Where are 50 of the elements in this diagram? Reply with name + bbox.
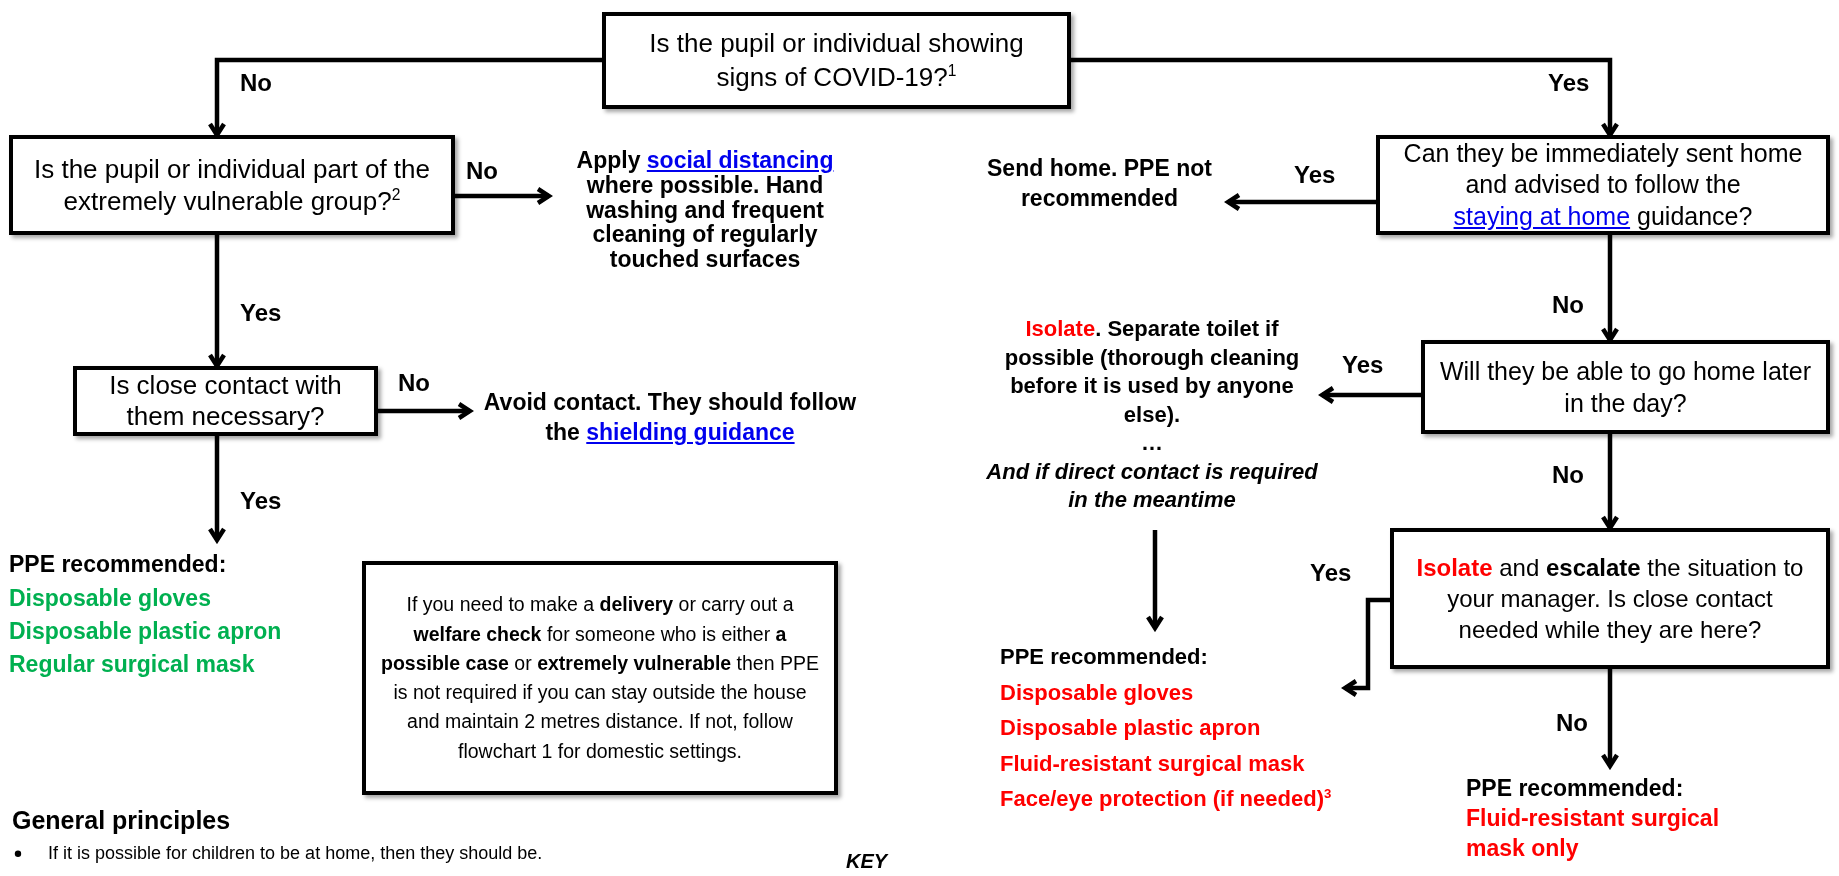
instruction-text: Apply social distancing where possible. Hand washing and frequent cleaning of regularly touched surfaces <box>575 148 835 272</box>
arrow <box>1342 597 1390 698</box>
question-text: Will they be able to go home later in the day? <box>1438 355 1812 419</box>
ppe-heading: PPE recommended: <box>1466 774 1684 804</box>
arrow <box>1600 235 1620 343</box>
ppe-item: Disposable plastic apron <box>1000 714 1261 743</box>
decision-box <box>1421 340 1830 434</box>
bullet-text: If it is possible for children to be at home, then they should be. <box>48 843 543 864</box>
decision-box <box>1390 528 1830 669</box>
instruction-text: Avoid contact. They should follow the shielding guidance <box>482 388 858 447</box>
arrow <box>378 401 473 421</box>
arrow <box>1225 192 1376 212</box>
section-heading: General principles <box>12 806 231 835</box>
question-text: Is the pupil or individual showing signs of COVID-19?$^{1}$ <box>648 26 1025 94</box>
note-box <box>362 561 838 795</box>
condition-text: And if direct contact is required in the meantime <box>985 457 1319 515</box>
question-text: Is close contact with them necessary? <box>108 369 343 433</box>
text-link: staying at home <box>1453 201 1631 230</box>
decision-box <box>1376 135 1830 235</box>
arrow <box>1600 434 1620 531</box>
ppe-item: Disposable plastic apron <box>9 617 282 646</box>
arrow <box>1145 530 1165 631</box>
text-link: shielding guidance <box>586 419 795 445</box>
note-text: If you need to make a delivery or carry out a welfare check for someone who is either a possible case or extremely vulnerable then PPE is not required if you can stay outside the house and maintain 2 metres distance. If not, follow flowchart 1 for domestic settings. <box>380 592 820 764</box>
key-heading: KEY <box>846 850 888 873</box>
arrow <box>1600 669 1620 769</box>
ppe-item: Disposable gloves <box>9 583 211 613</box>
ellipsis-text: … <box>1141 429 1163 458</box>
question-text: Isolate and escalate the situation to your manager. Is close contact needed while they are here? <box>1415 552 1805 646</box>
arrow <box>1071 57 1620 138</box>
ppe-item: Fluid-resistant surgical mask only <box>1466 804 1721 863</box>
text-link: social distancing <box>646 147 834 174</box>
ppe-heading: PPE recommended: <box>1000 642 1208 671</box>
ppe-item: Disposable gloves <box>1000 678 1194 707</box>
outcome-text: Send home. PPE not recommended <box>986 154 1213 213</box>
arrow <box>455 186 552 206</box>
ppe-heading: PPE recommended: <box>9 550 227 580</box>
decision-box <box>602 12 1071 109</box>
arrow <box>207 436 227 543</box>
ppe-item: Fluid-resistant surgical mask <box>1000 749 1305 778</box>
question-text: Is the pupil or individual part of the extremely vulnerable group?$^{2}$ <box>33 152 431 218</box>
decision-box <box>9 135 455 235</box>
instruction-text: Isolate. Separate toilet if possible (thorough cleaning before it is used by anyone else). <box>1003 314 1301 429</box>
ppe-item: Regular surgical mask <box>9 650 255 680</box>
ppe-item: Face/eye protection (if needed)$^{3}$ <box>1000 785 1332 814</box>
decision-box <box>73 366 378 436</box>
arrow <box>207 235 227 369</box>
arrow <box>1319 385 1421 405</box>
arrow <box>207 57 602 138</box>
question-text: Can they be immediately sent home and advised to follow the staying at home guidance? <box>1402 138 1804 232</box>
